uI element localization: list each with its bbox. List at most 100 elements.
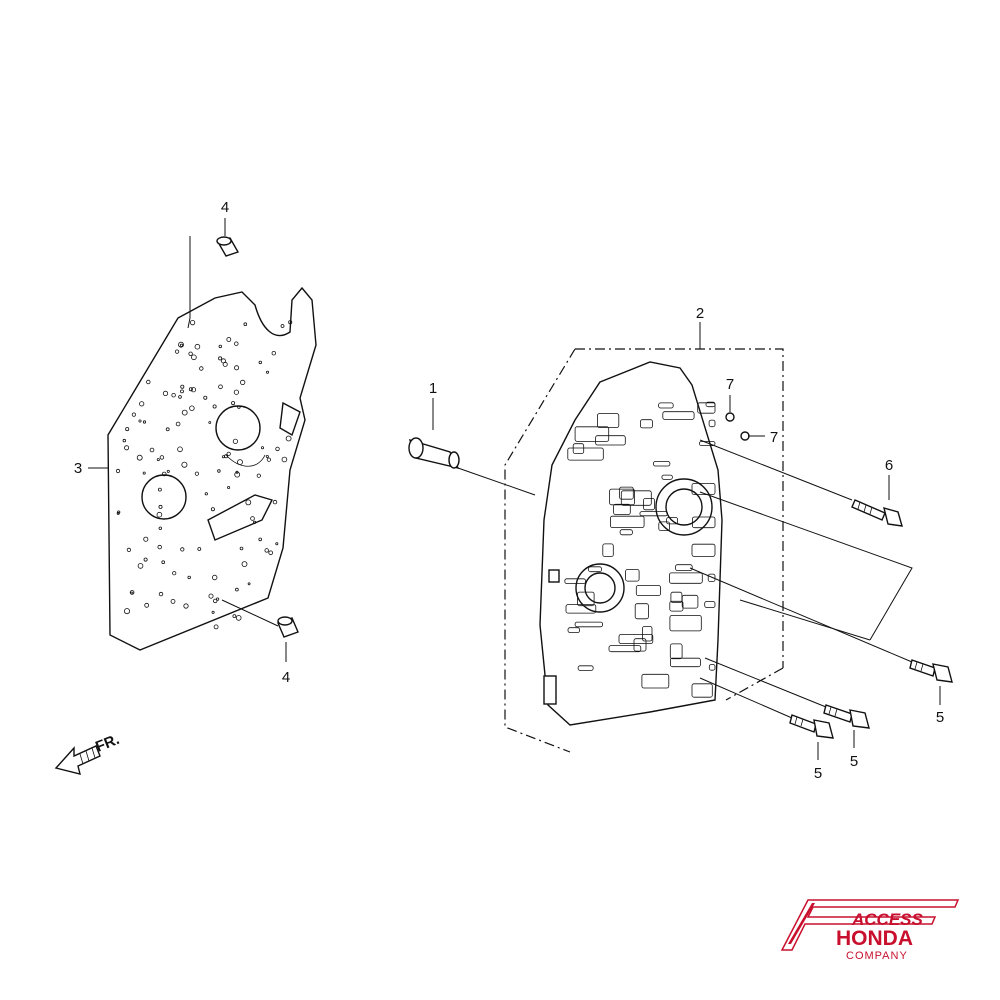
oil-passage	[572, 443, 585, 455]
main-valve-body-bracket	[504, 348, 784, 753]
bolt-5-right[interactable]	[909, 659, 953, 683]
plate-hole	[117, 510, 121, 514]
plate-hole	[222, 361, 228, 367]
oil-passage	[639, 511, 668, 517]
plate-hole	[285, 435, 292, 442]
plate-hole	[166, 469, 170, 473]
oil-passage	[577, 591, 595, 607]
dowel-pin-bottom[interactable]	[277, 616, 299, 638]
plate-hole	[115, 468, 121, 474]
oil-passage	[619, 486, 634, 500]
plate-hole	[161, 560, 166, 564]
callout-3: 3	[74, 460, 82, 477]
plate-hole	[180, 384, 185, 389]
oil-passage	[691, 543, 716, 557]
oil-passage	[704, 601, 716, 608]
oil-passage	[625, 569, 640, 582]
plate-hole	[243, 322, 248, 327]
callout-5-middle: 5	[850, 753, 858, 770]
plate-hole	[172, 571, 177, 576]
plate-hole	[235, 470, 239, 474]
plate-hole	[144, 602, 150, 608]
callout-5-lower: 5	[814, 765, 822, 782]
main-valve-body[interactable]	[539, 361, 723, 726]
plate-hole	[137, 563, 144, 569]
bolt-5-lower[interactable]	[789, 714, 834, 739]
plate-hole	[188, 387, 193, 392]
plate-hole	[165, 427, 170, 432]
plate-hole	[241, 561, 248, 567]
plate-hole	[232, 438, 238, 444]
plate-hole	[142, 420, 147, 424]
plate-hole	[233, 389, 239, 395]
orifice-upper[interactable]	[725, 412, 735, 422]
oil-passage	[691, 683, 713, 698]
plate-hole	[125, 427, 130, 432]
oil-passage	[669, 572, 703, 584]
oil-passage	[608, 645, 642, 653]
callout-4-top: 4	[221, 199, 229, 216]
oil-passage	[669, 600, 684, 612]
plate-hole	[210, 507, 215, 512]
plate-hole	[203, 395, 208, 400]
plate-hole	[275, 446, 280, 452]
plate-hole	[130, 591, 134, 595]
plate-hole	[260, 446, 264, 450]
plate-hole	[281, 456, 288, 463]
oil-passage	[577, 665, 594, 671]
plate-hole	[268, 550, 274, 556]
orifice-lower[interactable]	[740, 431, 750, 441]
plate-hole	[178, 395, 182, 399]
oil-passage	[662, 411, 695, 420]
plate-hole	[181, 461, 188, 468]
plate-hole	[194, 343, 201, 350]
plate-hole	[211, 574, 218, 581]
logo-line-company: COMPANY	[846, 950, 908, 962]
plate-hole	[170, 599, 176, 604]
plate-hole	[197, 547, 202, 551]
leader-lines	[88, 218, 941, 760]
dowel-pin-top[interactable]	[216, 236, 240, 257]
plate-hole	[175, 349, 180, 354]
plate-hole	[189, 405, 195, 411]
plate-hole	[258, 537, 263, 542]
oil-passage	[708, 419, 716, 428]
separator-plate[interactable]	[107, 286, 317, 651]
oil-passage	[597, 413, 620, 428]
dowel-pin-1[interactable]	[408, 437, 460, 470]
plate-hole	[237, 459, 243, 466]
oil-passage	[669, 615, 702, 632]
bolt-5-middle[interactable]	[823, 704, 870, 729]
oil-passage	[653, 461, 671, 467]
plate-hole	[156, 511, 163, 518]
plate-hole	[235, 587, 239, 592]
oil-passage	[602, 543, 614, 558]
oil-passage	[670, 657, 701, 668]
plate-hole	[159, 455, 165, 460]
plate-hole	[256, 473, 261, 478]
plate-hole	[180, 547, 185, 552]
plate-hole	[211, 610, 215, 614]
plate-hole	[208, 421, 212, 424]
callout-6: 6	[885, 457, 893, 474]
plate-hole	[143, 557, 148, 562]
plate-hole	[234, 471, 241, 478]
oil-passage	[669, 643, 683, 660]
front-direction-indicator: FR.	[54, 731, 122, 775]
plate-hole	[265, 454, 269, 458]
logo-line-honda: HONDA	[836, 927, 913, 950]
plate-hole	[234, 365, 240, 371]
plate-hole	[250, 516, 255, 521]
oil-passage	[609, 488, 635, 506]
plate-hole	[264, 548, 269, 553]
plate-hole	[124, 608, 131, 615]
plate-hole	[158, 526, 162, 530]
bolt-6[interactable]	[851, 499, 903, 527]
plate-hole	[253, 520, 257, 525]
plate-hole	[126, 547, 131, 553]
plate-hole	[158, 504, 163, 509]
plate-hole	[139, 401, 145, 407]
callout-7-upper: 7	[726, 376, 734, 393]
plate-hole	[218, 344, 222, 349]
plate-hole	[157, 487, 162, 492]
